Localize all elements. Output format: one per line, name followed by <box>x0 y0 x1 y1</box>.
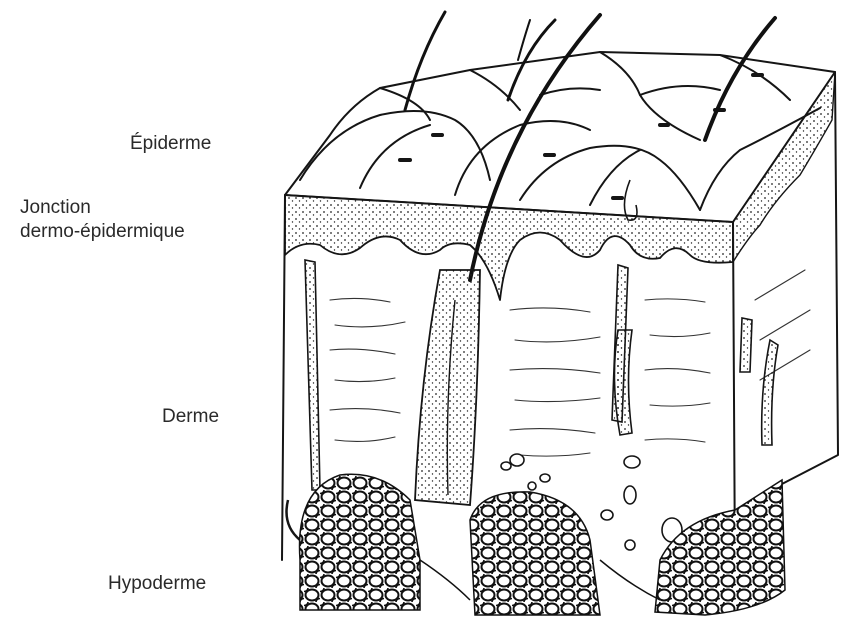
hair-follicle <box>415 270 480 505</box>
dermis-connective-fibers <box>330 270 810 456</box>
hypodermis-fat-lobules <box>300 474 786 615</box>
